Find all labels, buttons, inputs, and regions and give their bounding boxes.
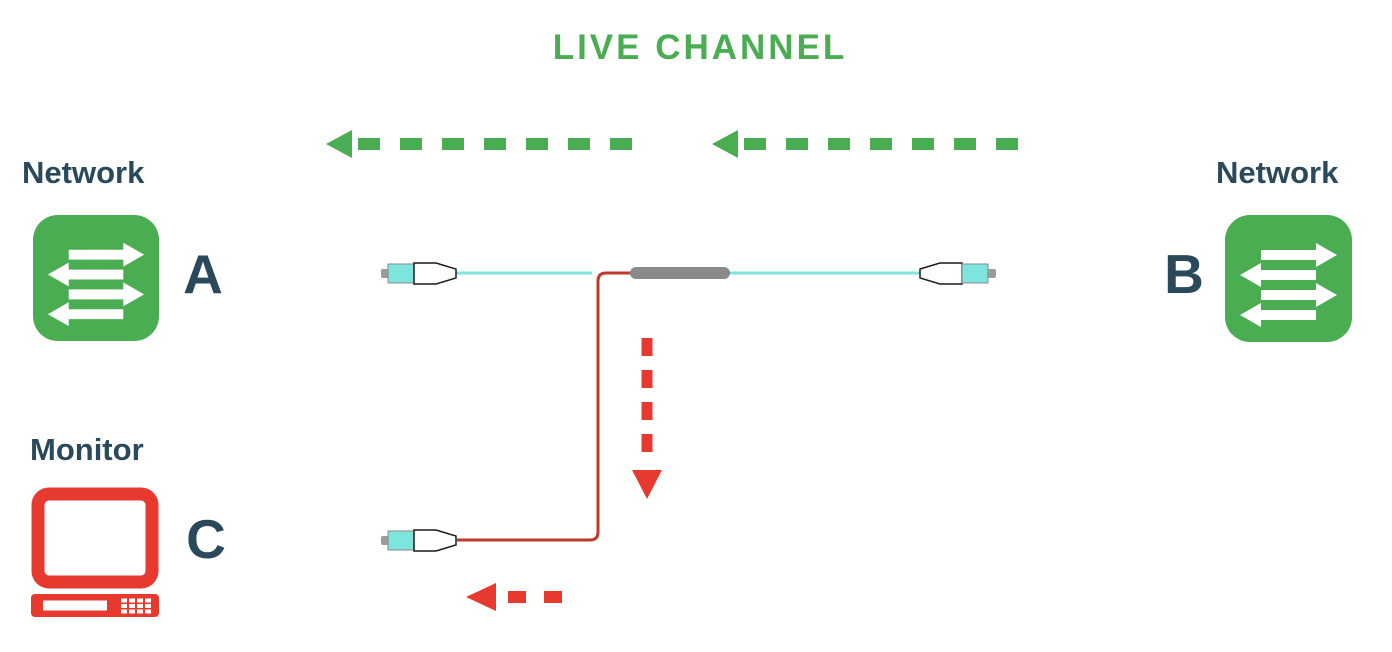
monitor-flow-arrow-left (466, 583, 562, 611)
network-a-label: Network (22, 155, 145, 190)
live-channel-arrow-left-segment-1 (326, 130, 632, 158)
monitor-flow-arrow-down (632, 338, 662, 499)
monitor-c-letter: C (186, 508, 226, 570)
fiber-connector-left (381, 262, 457, 285)
connector-body (387, 263, 415, 284)
network-a-letter: A (183, 243, 223, 305)
green-arrowhead-icon (712, 130, 738, 158)
green-arrowhead-icon (326, 130, 352, 158)
network-switch-a-icon (33, 215, 159, 341)
red-arrowhead-left-icon (466, 583, 496, 611)
ferrule (987, 269, 996, 278)
network-b-label: Network (1216, 155, 1339, 190)
connector-body (387, 530, 415, 551)
live-channel-title: LIVE CHANNEL (552, 28, 848, 67)
fiber-connector-monitor (381, 529, 457, 552)
connector-boot (919, 262, 963, 285)
connector-body (961, 263, 989, 284)
connector-boot (413, 262, 457, 285)
optical-tap-body (630, 267, 730, 279)
monitor-c-label: Monitor (30, 432, 144, 467)
red-arrowhead-down-icon (632, 470, 662, 499)
network-b-letter: B (1164, 243, 1204, 305)
network-switch-b-icon (1225, 215, 1352, 342)
live-channel-arrow-left-segment-2 (712, 130, 1018, 158)
fiber-red-monitor-leg (457, 271, 632, 542)
monitor-icon (30, 486, 160, 618)
fiber-tap-cable (381, 262, 996, 552)
connector-boot (413, 529, 457, 552)
fiber-connector-right (919, 262, 996, 285)
